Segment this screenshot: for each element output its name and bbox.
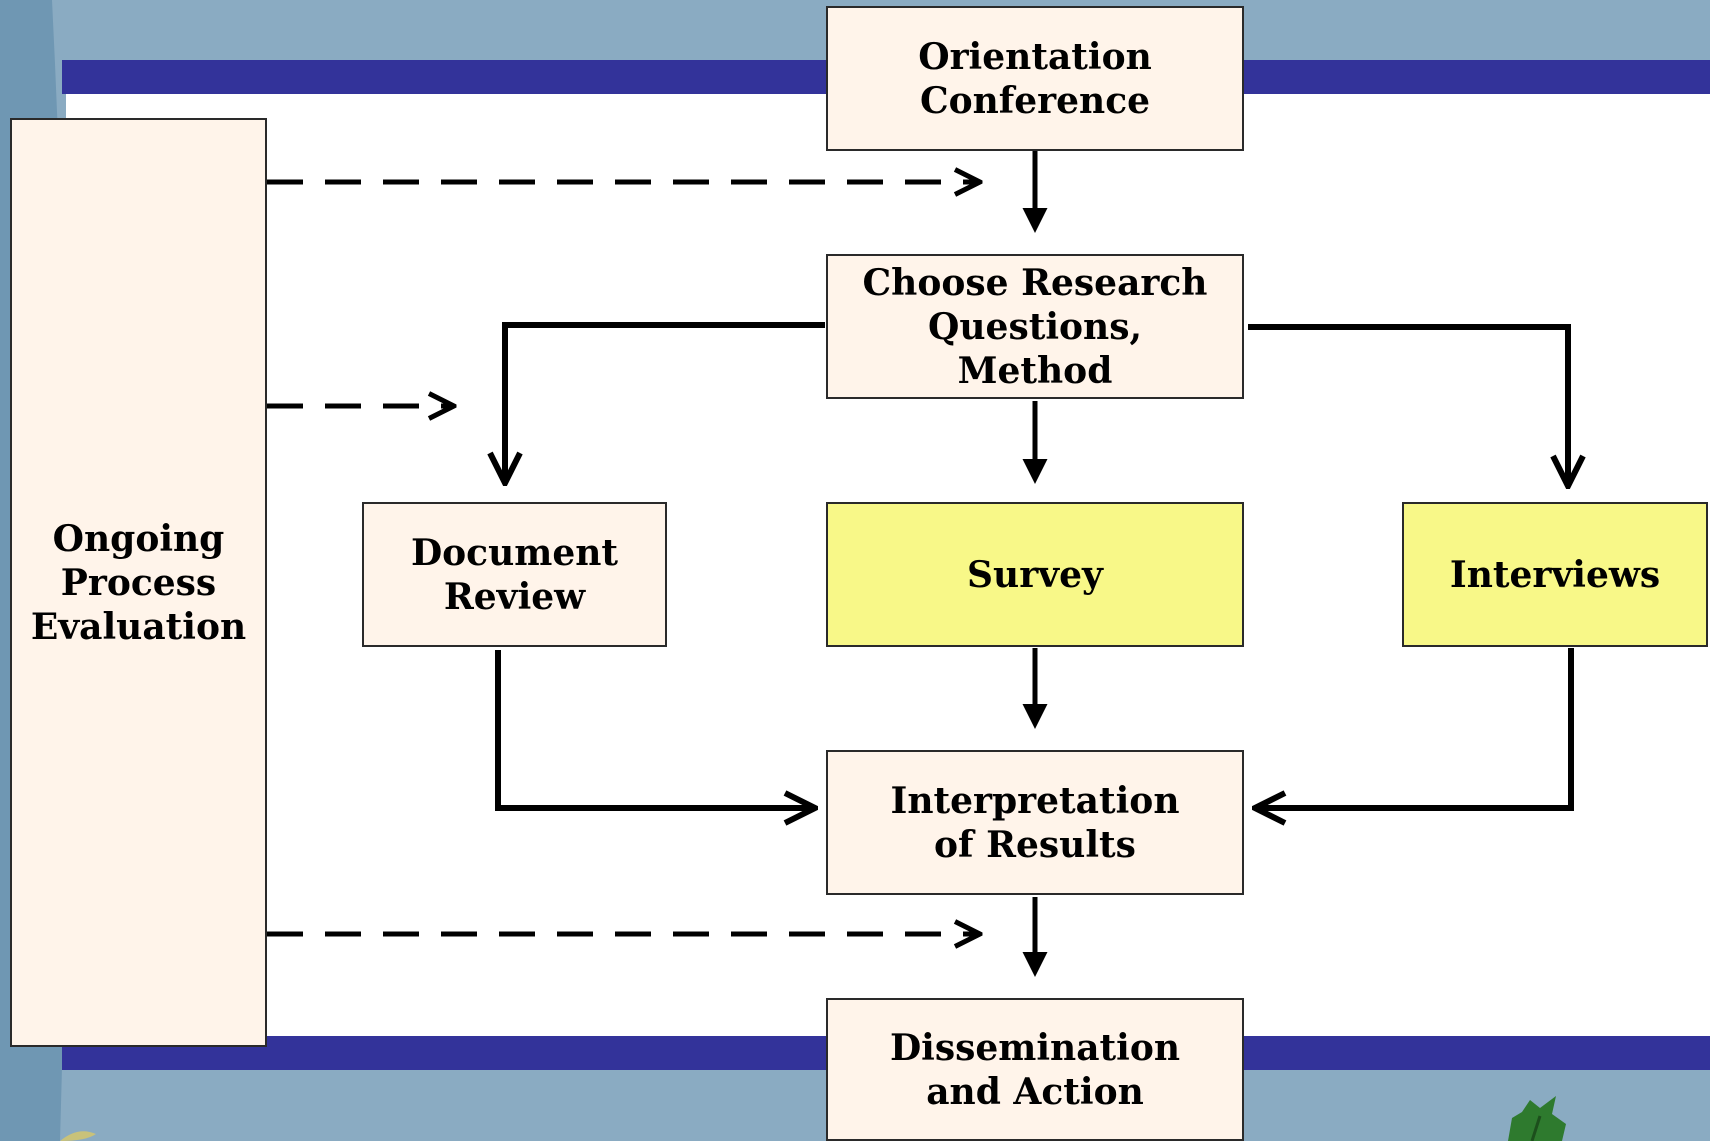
edge-interviews-to-interpretation	[1255, 648, 1574, 808]
node-choose-research-questions: Choose Research Questions, Method	[826, 254, 1244, 399]
node-dissemination-and-action: Dissemination and Action	[826, 998, 1244, 1141]
node-ongoing-process-evaluation: Ongoing Process Evaluation	[10, 118, 267, 1047]
leaf-sprout-icon	[60, 1131, 96, 1141]
edge-choose-to-interviews	[1248, 324, 1568, 486]
leaf-icon	[1508, 1096, 1566, 1141]
edge-choose-to-document-review	[505, 322, 825, 483]
node-interpretation-of-results-label: Interpretation of Results	[890, 779, 1180, 866]
node-dissemination-and-action-label: Dissemination and Action	[889, 1026, 1181, 1113]
node-survey: Survey	[826, 502, 1244, 647]
node-orientation-conference-label: Orientation Conference	[918, 35, 1152, 122]
edge-document-review-to-interpretation	[495, 650, 815, 808]
node-interpretation-of-results: Interpretation of Results	[826, 750, 1244, 895]
node-choose-research-questions-label: Choose Research Questions, Method	[862, 261, 1208, 392]
node-interviews-label: Interviews	[1449, 553, 1661, 596]
node-ongoing-process-evaluation-label: Ongoing Process Evaluation	[30, 517, 247, 648]
node-orientation-conference: Orientation Conference	[826, 6, 1244, 151]
node-document-review-label: Document Review	[410, 531, 619, 618]
leaf-stem	[1530, 1115, 1542, 1141]
node-interviews: Interviews	[1402, 502, 1708, 647]
node-survey-label: Survey	[967, 553, 1103, 596]
node-document-review: Document Review	[362, 502, 667, 647]
sprout-shape	[60, 1131, 96, 1141]
leaf-shape	[1508, 1096, 1566, 1141]
